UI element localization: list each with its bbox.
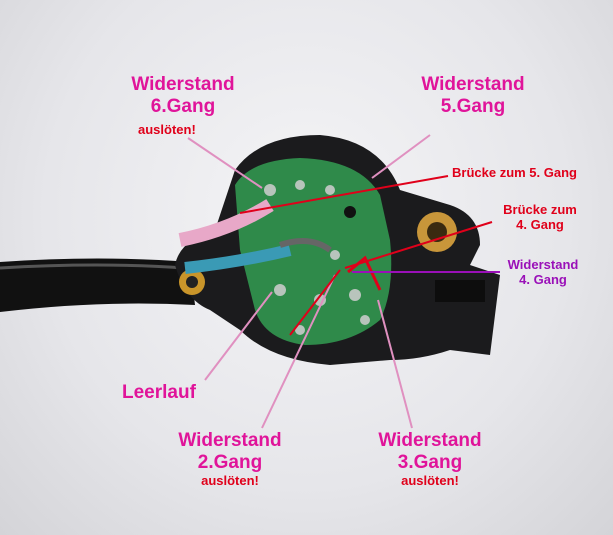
note-ausloeten-6: auslöten! — [138, 122, 196, 137]
label-line: Widerstand — [507, 257, 579, 272]
label-line: 4. Gang — [519, 271, 567, 287]
label-bruecke-4-gang: Brücke zum 4. Gang — [495, 202, 585, 233]
note-ausloeten-2: auslöten! — [201, 472, 259, 488]
label-line: Widerstand — [131, 74, 235, 95]
label-widerstand-2-gang: Widerstand 2.Gang auslöten! — [160, 430, 300, 489]
label-widerstand-3-gang: Widerstand 3.Gang auslöten! — [360, 430, 500, 489]
label-widerstand-6-gang: Widerstand 6.Gang — [108, 74, 258, 118]
note-ausloeten-3: auslöten! — [401, 472, 459, 488]
label-line: 6.Gang — [150, 95, 216, 117]
label-line: 5.Gang — [440, 95, 506, 117]
label-line: Brücke zum — [503, 202, 577, 217]
label-bruecke-5-gang: Brücke zum 5. Gang — [452, 165, 577, 180]
label-line: Widerstand — [178, 430, 282, 451]
blue-wire — [184, 244, 292, 274]
label-line: Widerstand — [421, 74, 525, 95]
label-widerstand-4-gang: Widerstand 4. Gang — [498, 257, 588, 288]
label-line: 3.Gang — [397, 451, 463, 473]
label-leerlauf: Leerlauf — [122, 382, 196, 403]
label-line: 2.Gang — [197, 451, 263, 473]
label-line: 4. Gang — [516, 216, 564, 232]
cable — [0, 258, 195, 312]
label-widerstand-5-gang: Widerstand 5.Gang — [398, 74, 548, 118]
label-line: Widerstand — [378, 430, 482, 451]
